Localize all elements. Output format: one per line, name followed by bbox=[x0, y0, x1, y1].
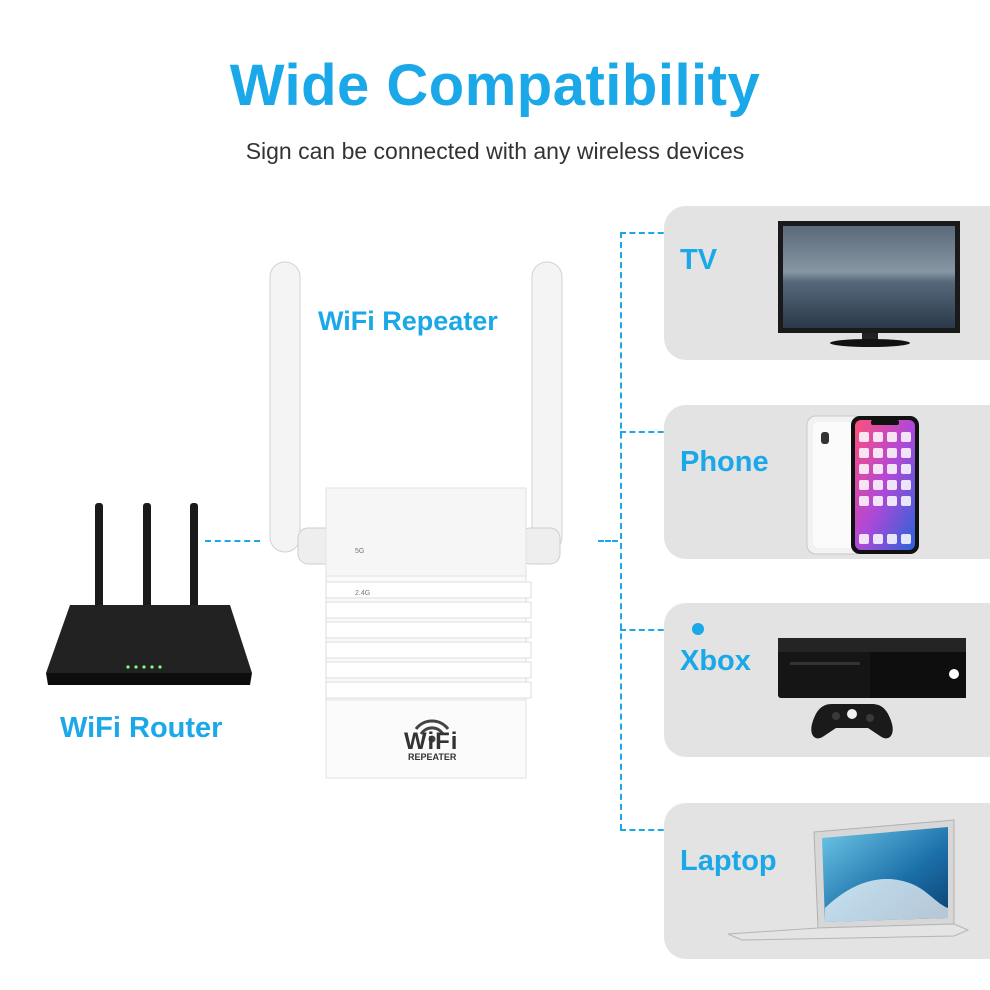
router-label: WiFi Router bbox=[60, 712, 223, 744]
repeater-connector-line bbox=[598, 540, 618, 542]
xbox-connector-dot-front bbox=[692, 623, 704, 635]
indicator-5g: 5G bbox=[355, 548, 365, 555]
device-label-laptop: Laptop bbox=[680, 845, 777, 877]
tv-icon bbox=[778, 221, 960, 347]
repeater-logo-subtext: REPEATER bbox=[408, 752, 457, 762]
device-label-tv: TV bbox=[680, 244, 718, 276]
antenna-right bbox=[531, 261, 563, 553]
device-label-xbox: Xbox bbox=[680, 645, 751, 677]
phone-connector-line bbox=[620, 431, 692, 433]
laptop-icon bbox=[727, 819, 970, 941]
router-icon bbox=[46, 503, 252, 685]
repeater-logo-text: WiFi bbox=[404, 728, 459, 755]
laptop-connector-line bbox=[620, 829, 692, 831]
wifi-logo-icon bbox=[414, 719, 450, 743]
page-subtitle: Sign can be connected with any wireless … bbox=[245, 138, 745, 164]
repeater-label: WiFi Repeater bbox=[318, 306, 498, 336]
page-title: Wide Compatibility bbox=[229, 53, 761, 118]
antenna-left bbox=[269, 261, 301, 553]
device-bus-line bbox=[620, 232, 622, 830]
repeater-device bbox=[269, 261, 563, 779]
xbox-icon bbox=[778, 638, 966, 739]
phone-icon bbox=[806, 415, 919, 555]
router-connector-line bbox=[205, 540, 260, 542]
tv-connector-line bbox=[620, 232, 692, 234]
xbox-connector-line bbox=[620, 629, 692, 631]
device-label-phone: Phone bbox=[680, 446, 769, 478]
indicator-2-4g: 2.4G bbox=[355, 590, 371, 597]
